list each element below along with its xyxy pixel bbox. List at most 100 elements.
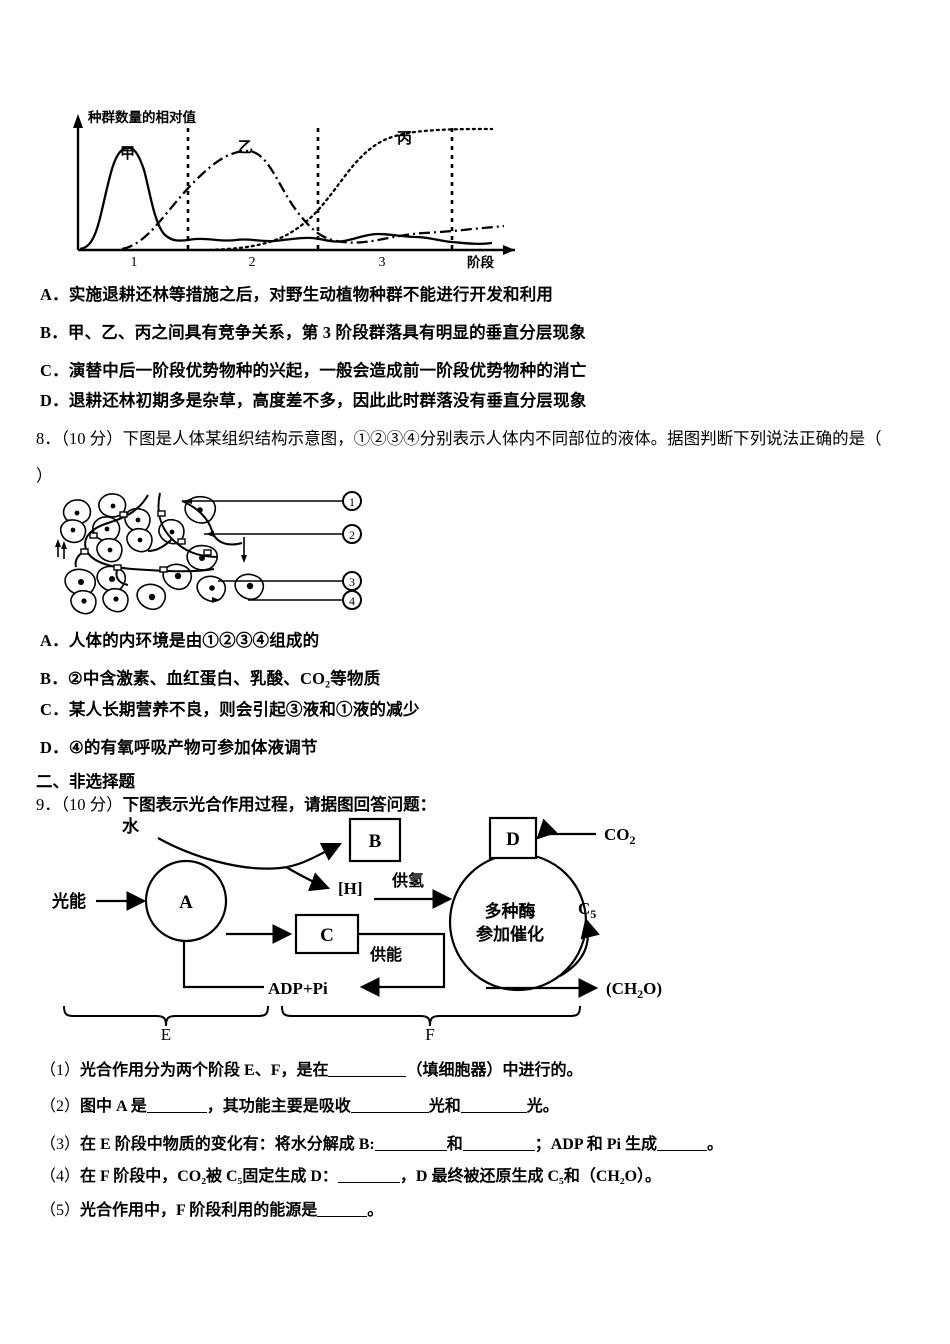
callout-arrowheads xyxy=(184,498,220,603)
q7-option-c-text: 演替中后一阶段优势物种的兴起，一般会造成前一阶段优势物种的消亡 xyxy=(68,361,587,380)
q8-option-b-label: B． xyxy=(40,669,68,688)
q9-sub-2-blank-2[interactable] xyxy=(350,1112,429,1113)
capillary-junctions xyxy=(80,510,212,573)
callout-number-3: 3 xyxy=(342,571,362,591)
succession-chart-figure: 种群数量的相对值 甲 乙 丙 1 2 3 阶段 xyxy=(60,100,530,270)
q8-option-b: B．②中含激素、血红蛋白、乳酸、CO₂等物质 xyxy=(40,665,380,689)
c-to-adp-path xyxy=(358,932,446,997)
q8-option-c: C．某人长期营养不良，则会引起③液和①液的减少 xyxy=(40,696,420,720)
node-d-label: D xyxy=(506,829,520,850)
q7-option-a-text: 实施退耕还林等措施之后，对野生动植物种群不能进行开发和利用 xyxy=(68,285,554,304)
q8-number: 8． xyxy=(36,429,61,448)
q9-sub-1: （1）光合作用分为两个阶段 E、F，是在 （填细胞器）中进行的。 xyxy=(40,1056,582,1080)
curve-bing xyxy=(208,127,494,252)
q9-stem-text: 下图表示光合作用过程，请据图回答问题： xyxy=(122,795,437,814)
interstitial-flow-arrow xyxy=(241,537,247,563)
q9-sub-5-label: （5） xyxy=(40,1202,81,1219)
ch2o-label: (CH2O) xyxy=(606,979,662,1001)
c5-label: C5 xyxy=(578,899,596,921)
q9-score: （10 分） xyxy=(60,795,123,814)
node-b-box xyxy=(348,817,402,863)
succession-chart-svg: 种群数量的相对值 甲 乙 丙 1 2 3 阶段 xyxy=(73,109,515,270)
q9-sub-1-blank-1[interactable] xyxy=(328,1076,407,1077)
q8-option-a-label: A． xyxy=(40,631,69,650)
callout-leader-lines xyxy=(182,500,342,601)
supply-hydrogen-label: 供氢 xyxy=(391,871,424,890)
q7-option-b: B．甲、乙、丙之间具有竞争关系，第 3 阶段群落具有明显的垂直分层现象 xyxy=(40,319,586,343)
y-axis-label: 种群数量的相对值 xyxy=(87,109,196,126)
q9-sub-4: （4）在 F 阶段中，CO₂被 C₅固定生成 D： ，D 最终被还原生成 C₅和（… xyxy=(40,1162,661,1186)
chart-axes xyxy=(73,114,515,255)
q8-option-a-text: 人体的内环境是由①②③④组成的 xyxy=(68,631,320,650)
svg-text:1: 1 xyxy=(349,495,355,509)
callout-number-2: 2 xyxy=(342,524,362,544)
node-a-label: A xyxy=(179,892,193,913)
water-to-b-curve xyxy=(157,837,342,870)
cycle-text-line1: 多种酶 xyxy=(485,901,536,922)
tissue-diagram-svg: 1 2 3 4 xyxy=(55,491,362,615)
light-energy-label: 光能 xyxy=(51,891,86,912)
svg-text:2: 2 xyxy=(349,528,355,542)
q9-sub-2-blank-3[interactable] xyxy=(460,1112,527,1113)
curve-label-jia: 甲 xyxy=(120,144,135,162)
q9-sub-1-label: （1） xyxy=(40,1062,81,1079)
svg-text:3: 3 xyxy=(349,575,355,589)
q9-sub-3-blank-1[interactable] xyxy=(374,1150,447,1151)
callout-number-1: 1 xyxy=(342,491,362,511)
co2-label: CO2 xyxy=(604,825,636,847)
q9-sub-2-blank-1[interactable] xyxy=(146,1112,207,1113)
q9-stem: 9．（10 分）下图表示光合作用过程，请据图回答问题： xyxy=(36,791,436,815)
q7-option-d: D．退耕还林初期多是杂草，高度差不多，因此此时群落没有垂直分层现象 xyxy=(40,387,587,411)
q9-sub-5-blank-1[interactable] xyxy=(317,1216,368,1217)
q8-option-a: A．人体的内环境是由①②③④组成的 xyxy=(40,627,319,651)
q9-sub-3-t2: ；ADP 和 Pi 生成 xyxy=(534,1136,657,1153)
x-tick-2: 2 xyxy=(249,255,256,270)
q7-option-d-text: 退耕还林初期多是杂草，高度差不多，因此此时群落没有垂直分层现象 xyxy=(68,391,587,410)
q9-sub-5: （5）光合作用中，F 阶段利用的能源是。 xyxy=(40,1196,383,1220)
q8-score: （10 分） xyxy=(60,429,123,448)
q8-option-d-text: ④的有氧呼吸产物可参加体液调节 xyxy=(68,738,318,757)
q7-option-d-label: D． xyxy=(40,391,69,410)
tissue-structure-figure: 1 2 3 4 xyxy=(52,487,382,617)
q9-sub-2-label: （2） xyxy=(40,1098,81,1115)
node-d-box xyxy=(488,816,538,860)
curve-label-yi: 乙 xyxy=(238,138,253,156)
lymph-flow-arrows xyxy=(55,539,67,559)
q7-option-a: A．实施退耕还林等措施之后，对野生动植物种群不能进行开发和利用 xyxy=(40,281,553,305)
q9-sub-4-t0: 在 F 阶段中，CO₂被 C₅固定生成 D： xyxy=(80,1168,338,1185)
node-a-circle xyxy=(144,859,228,943)
stage-divider-lines xyxy=(186,128,454,250)
callout-number-4: 4 xyxy=(342,590,362,610)
x-tick-1: 1 xyxy=(131,255,138,270)
curve-label-bing: 丙 xyxy=(397,129,412,147)
node-c-label: C xyxy=(320,925,334,946)
q9-sub-1-t1: （填细胞器）中进行的。 xyxy=(406,1062,583,1079)
q9-sub-3-blank-3[interactable] xyxy=(656,1150,707,1151)
water-to-h-curve xyxy=(285,866,331,892)
q9-sub-5-t1: 。 xyxy=(367,1202,384,1219)
q9-sub-4-label: （4） xyxy=(40,1168,81,1185)
q9-sub-3-t1: 和 xyxy=(446,1136,463,1153)
q9-sub-3-label: （3） xyxy=(40,1136,81,1153)
q9-sub-4-t1: ，D 最终被还原生成 C₅和（CH₂O）。 xyxy=(399,1168,662,1185)
x-tick-3: 3 xyxy=(379,255,386,270)
c5-arc-arrow xyxy=(559,917,600,977)
q9-sub-3: （3）在 E 阶段中物质的变化有：将水分解成 B:和；ADP 和 Pi 生成。 xyxy=(40,1130,723,1154)
brace-e-label: E xyxy=(161,1025,171,1042)
q9-sub-1-t0: 光合作用分为两个阶段 E、F，是在 xyxy=(80,1062,329,1079)
q9-sub-4-blank-1[interactable] xyxy=(337,1182,400,1183)
supply-energy-label: 供能 xyxy=(369,945,402,964)
q9-sub-2-t0: 图中 A 是 xyxy=(80,1098,147,1115)
q8-option-c-label: C． xyxy=(40,700,69,719)
section-2-heading: 二、非选择题 xyxy=(36,772,135,791)
x-axis-label: 阶段 xyxy=(467,254,494,270)
photosynthesis-figure: 光能 A 水 B [H] 供氢 C 供能 ADP+Pi xyxy=(40,812,680,1044)
q9-sub-3-t3: 。 xyxy=(706,1136,723,1153)
svg-text:4: 4 xyxy=(349,594,355,608)
q8-option-b-text: ②中含激素、血红蛋白、乳酸、CO₂等物质 xyxy=(67,669,381,688)
q7-option-c: C．演替中后一阶段优势物种的兴起，一般会造成前一阶段优势物种的消亡 xyxy=(40,357,587,381)
q9-sub-3-blank-2[interactable] xyxy=(462,1150,535,1151)
adp-pi-label: ADP+Pi xyxy=(268,979,328,998)
curve-yi xyxy=(121,149,505,251)
